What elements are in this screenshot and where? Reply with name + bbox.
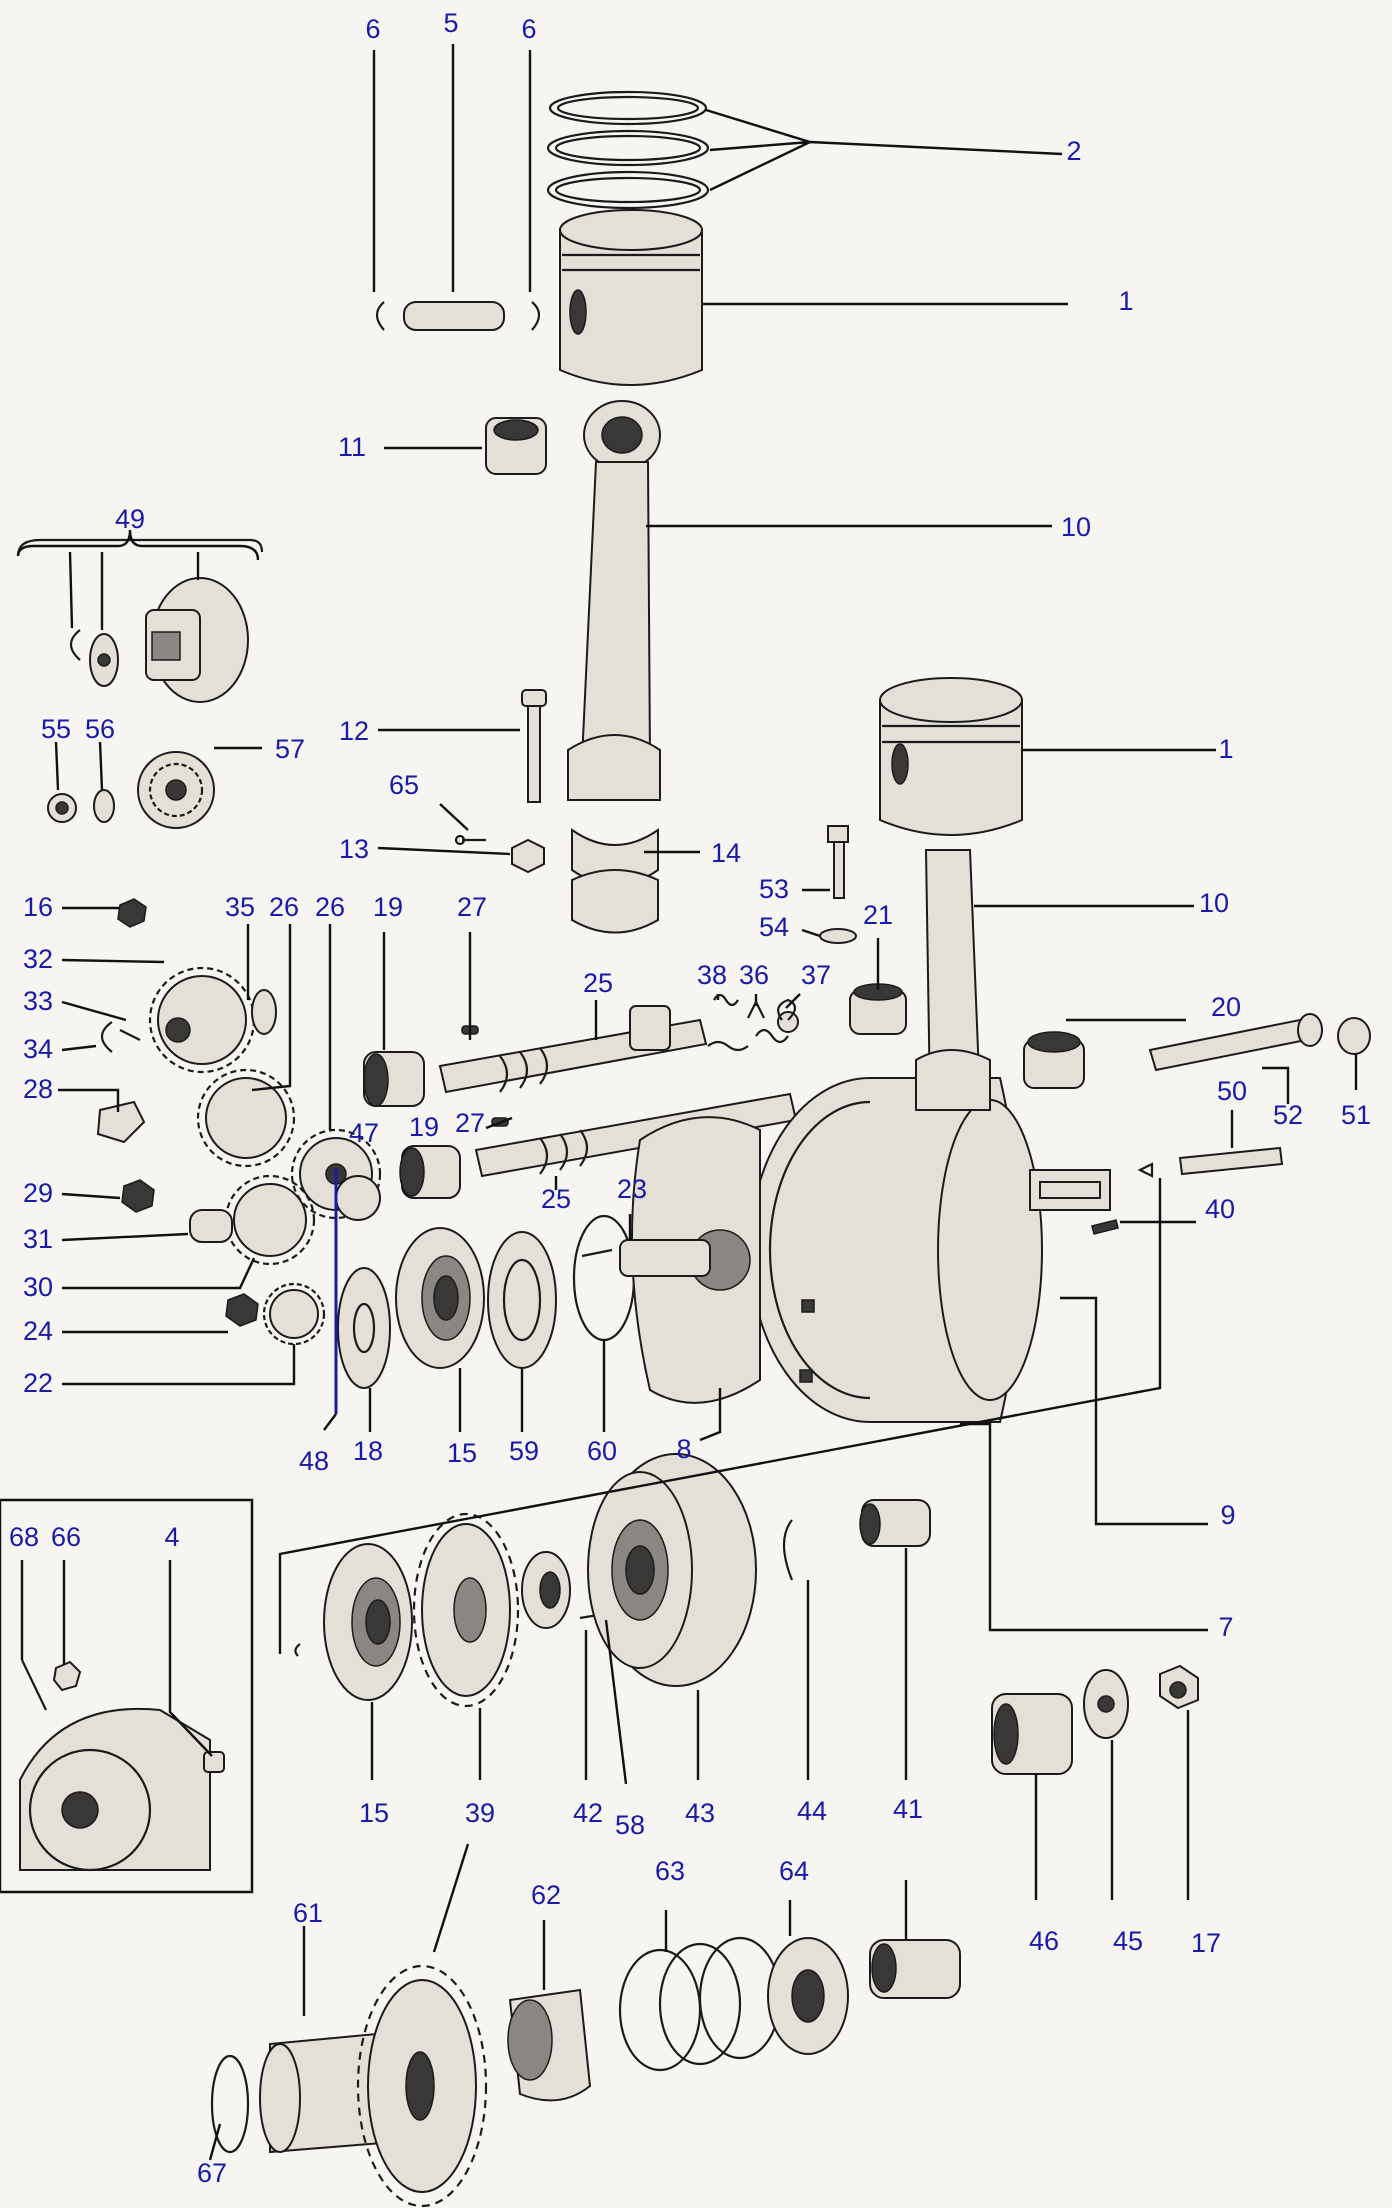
callout-62: 62 (531, 1880, 561, 1910)
callout-63: 63 (655, 1856, 685, 1886)
callout-42: 42 (573, 1798, 603, 1828)
callout-65: 65 (389, 770, 419, 800)
callout-34: 34 (23, 1034, 53, 1064)
big-end-bolt-nut (454, 689, 547, 874)
callout-37: 37 (801, 960, 831, 990)
callout-13: 13 (339, 834, 369, 864)
callout-49: 49 (115, 504, 145, 534)
piston-and-rod-lower (879, 677, 1023, 1111)
callout-15-2: 15 (359, 1798, 389, 1828)
main-bearing-set (337, 1214, 636, 1389)
callout-27: 27 (457, 892, 487, 922)
callout-52: 52 (1273, 1100, 1303, 1130)
callout-25: 25 (583, 968, 613, 998)
callout-60: 60 (587, 1436, 617, 1466)
callout-51: 51 (1341, 1100, 1371, 1130)
callout-1-2: 1 (1218, 734, 1233, 764)
right-shaft-parts (1091, 1013, 1371, 1235)
callout-12: 12 (339, 716, 369, 746)
callout-19: 19 (373, 892, 403, 922)
callout-6-2: 6 (521, 14, 536, 44)
callout-46: 46 (1029, 1926, 1059, 1956)
callout-14: 14 (711, 838, 741, 868)
callout-50: 50 (1217, 1076, 1247, 1106)
callout-19-2: 19 (409, 1112, 439, 1142)
callout-32: 32 (23, 944, 53, 974)
callout-18: 18 (353, 1436, 383, 1466)
main-bushes (363, 983, 1085, 1199)
callout-61: 61 (293, 1898, 323, 1928)
bolt-and-washer (819, 825, 857, 944)
callout-43: 43 (685, 1798, 715, 1828)
callout-4: 4 (164, 1522, 179, 1552)
callout-1: 1 (1118, 286, 1133, 316)
callout-26: 26 (269, 892, 299, 922)
callout-39: 39 (465, 1798, 495, 1828)
callout-33: 33 (23, 986, 53, 1016)
callout-56: 56 (85, 714, 115, 744)
callout-5: 5 (443, 8, 458, 38)
callout-48: 48 (299, 1446, 329, 1476)
callout-2: 2 (1066, 136, 1081, 166)
callout-10-2: 10 (1199, 888, 1229, 918)
callout-24: 24 (23, 1316, 53, 1346)
callout-38: 38 (697, 960, 727, 990)
piston-rings (546, 90, 710, 210)
callout-40: 40 (1205, 1194, 1235, 1224)
gear-cluster-49 (16, 538, 264, 829)
callout-67: 67 (197, 2158, 227, 2188)
callout-29: 29 (23, 1178, 53, 1208)
callout-23: 23 (617, 1174, 647, 1204)
callout-30: 30 (23, 1272, 53, 1302)
mainshafts (438, 1005, 799, 1178)
callout-68: 68 (9, 1522, 39, 1552)
callout-10: 10 (1061, 512, 1091, 542)
small-end-bush (485, 417, 547, 475)
callout-66: 66 (51, 1522, 81, 1552)
callout-53: 53 (759, 874, 789, 904)
inset-box (0, 1498, 254, 1894)
callout-6: 6 (365, 14, 380, 44)
callout-59: 59 (509, 1436, 539, 1466)
callout-47: 47 (349, 1118, 379, 1148)
callout-64: 64 (779, 1856, 809, 1886)
callout-44: 44 (797, 1796, 827, 1826)
callout-16: 16 (23, 892, 53, 922)
callout-11: 11 (338, 432, 366, 462)
callout-28: 28 (23, 1074, 53, 1104)
lower-row-parts (294, 1453, 1199, 1775)
callout-26-2: 26 (315, 892, 345, 922)
callout-25-2: 25 (541, 1184, 571, 1214)
callout-31: 31 (23, 1224, 53, 1254)
callout-17: 17 (1191, 1928, 1221, 1958)
callout-21: 21 (863, 900, 893, 930)
callout-8: 8 (676, 1434, 691, 1464)
part-drawings (0, 90, 1371, 2208)
callout-7: 7 (1218, 1612, 1233, 1642)
piston-upper (559, 209, 703, 386)
callout-55: 55 (41, 714, 71, 744)
callout-20: 20 (1211, 992, 1241, 1022)
leader-lines (16, 44, 1358, 2161)
flywheel-crank-assembly (581, 1077, 1111, 1423)
callout-58: 58 (615, 1810, 645, 1840)
callout-45: 45 (1113, 1926, 1143, 1956)
callout-36: 36 (739, 960, 769, 990)
callout-35: 35 (225, 892, 255, 922)
callout-15: 15 (447, 1438, 477, 1468)
callout-9: 9 (1220, 1500, 1235, 1530)
timing-gears (96, 898, 382, 1346)
gudgeon-pin-and-circlips (375, 301, 541, 331)
callout-27-2: 27 (455, 1108, 485, 1138)
callout-41: 41 (893, 1794, 923, 1824)
callout-57: 57 (275, 734, 305, 764)
callout-54: 54 (759, 912, 789, 942)
bottom-row-parts (210, 1936, 961, 2208)
connecting-rod-upper (567, 400, 661, 934)
callout-22: 22 (23, 1368, 53, 1398)
